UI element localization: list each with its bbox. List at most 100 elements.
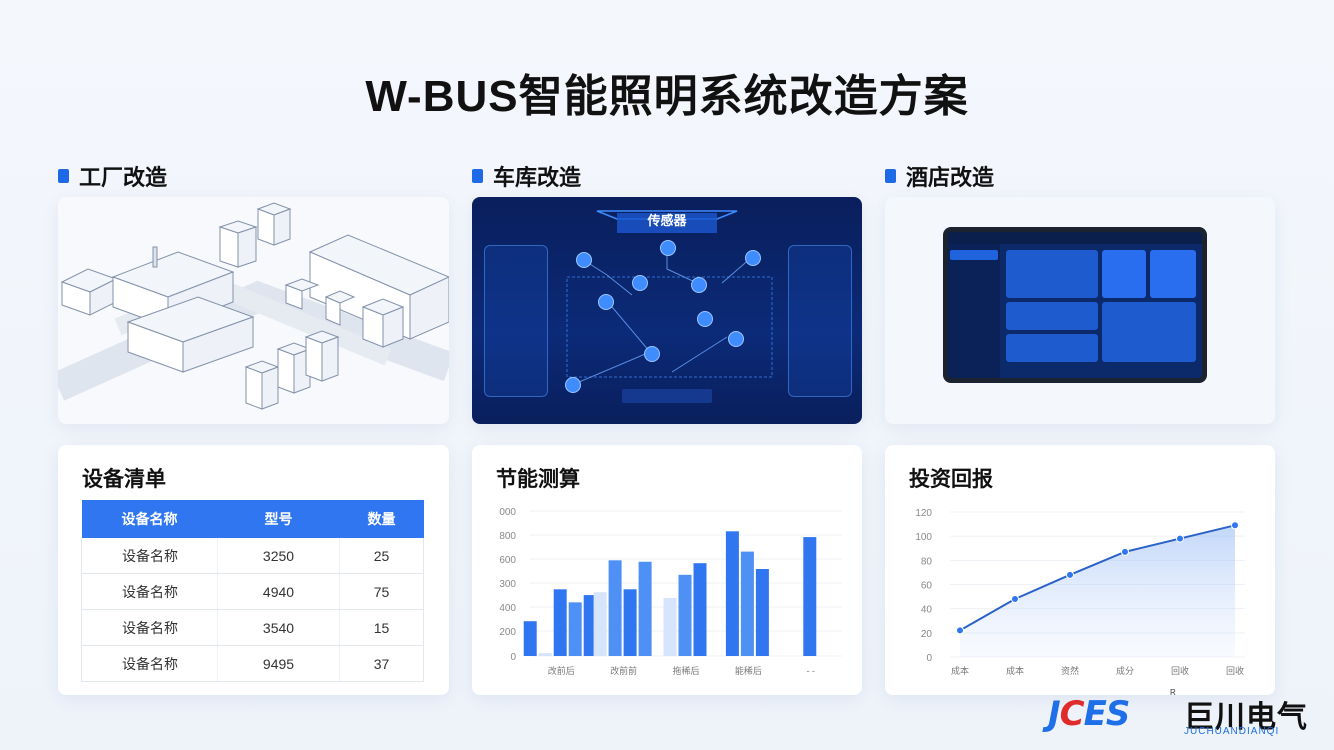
x-tick-label: 资然 (1061, 665, 1079, 676)
bar (725, 531, 739, 656)
dashboard-tile (1006, 302, 1098, 330)
hotel-tablet-card (885, 197, 1275, 424)
table-cell: 75 (339, 573, 424, 610)
x-tick-label: 回收 (1226, 665, 1244, 676)
sensor-node-icon (632, 275, 648, 291)
bullet-icon (472, 169, 483, 183)
bar (538, 653, 552, 656)
sensor-node-icon (644, 346, 660, 362)
x-tick-label: 成本 (1006, 665, 1024, 676)
bar (623, 589, 637, 656)
card-title: 节能测算 (496, 468, 580, 491)
bar (638, 561, 652, 656)
table-cell: 设备名称 (81, 645, 218, 682)
card-title: 投资回报 (909, 468, 993, 491)
bar (663, 598, 677, 656)
y-tick-label: 800 (499, 531, 516, 542)
bar (755, 569, 769, 656)
y-tick-label: 600 (499, 555, 516, 566)
table-row: 设备名称 4940 75 (81, 573, 424, 610)
dashboard-tile (1102, 302, 1196, 362)
data-point (1011, 595, 1019, 603)
section-label-text: 车库改造 (493, 165, 582, 190)
dashboard-tile (1006, 250, 1098, 298)
area-fill (960, 525, 1235, 657)
tablet-sidebar (948, 244, 1000, 378)
section-label-text: 工厂改造 (79, 165, 168, 190)
equipment-list-card: 设备清单 设备名称 型号 数量 设备名称 3250 25 设备名称 4940 7… (58, 445, 449, 695)
garage-sensor-panel: 传感器 (472, 197, 862, 424)
logo-english-name: JUCHUANDIANQI (1184, 726, 1280, 737)
factory-isometric-illustration (58, 202, 449, 410)
x-tick-label: 成本 (951, 665, 969, 676)
tablet-topbar (948, 232, 1202, 244)
hud-left-panel (484, 245, 548, 397)
table-cell: 设备名称 (81, 538, 218, 574)
y-tick-label: 0 (510, 652, 516, 663)
bar (593, 592, 607, 656)
bar (568, 602, 582, 656)
column-header: 型号 (217, 500, 340, 538)
data-point (956, 626, 964, 635)
bar (693, 563, 707, 656)
y-tick-label: 000 (499, 507, 516, 518)
section-label-factory: 工厂改造 (58, 160, 167, 192)
hud-frame (566, 210, 773, 403)
x-tick-label: 回收 (1171, 665, 1189, 676)
equipment-table: 设备名称 型号 数量 设备名称 3250 25 设备名称 4940 75 设备名… (81, 500, 424, 682)
x-tick-label: 拖稀后 (672, 665, 699, 676)
y-tick-label: 20 (921, 629, 933, 640)
bar (553, 589, 567, 656)
x-tick-label: 能稀后 (735, 665, 762, 676)
table-cell: 15 (339, 609, 424, 646)
table-cell: 设备名称 (81, 573, 218, 610)
section-label-garage: 车库改造 (472, 160, 581, 192)
bar (583, 595, 597, 656)
sensor-node-icon (598, 294, 614, 310)
bar (523, 621, 537, 656)
tablet-device (943, 227, 1207, 383)
bar (803, 537, 817, 656)
tablet-screen (948, 232, 1202, 378)
card-title: 设备清单 (82, 468, 166, 491)
data-point (1231, 521, 1239, 530)
table-cell: 37 (339, 645, 424, 682)
sidebar-item-active (950, 250, 998, 260)
data-point (1066, 570, 1074, 579)
x-tick-label: - - (807, 666, 816, 676)
table-cell: 设备名称 (81, 609, 218, 646)
logo-mark: JCES (1048, 694, 1131, 734)
hud-right-panel (788, 245, 852, 397)
x-tick-label: 改前前 (610, 665, 637, 676)
bullet-icon (58, 169, 69, 183)
x-tick-label: 改前后 (548, 665, 575, 676)
table-cell: 3540 (217, 609, 340, 646)
energy-tile (1150, 250, 1196, 298)
y-tick-label: 0 (926, 653, 932, 664)
dashboard-tile (1006, 334, 1098, 362)
bar (608, 560, 622, 656)
table-cell: 3250 (217, 538, 340, 574)
sensor-node-icon (697, 311, 713, 327)
y-tick-label: 60 (921, 581, 933, 592)
logo-letter: ES (1083, 694, 1131, 734)
data-point (1121, 547, 1129, 556)
logo-chinese-name: 巨川电气 (1184, 701, 1308, 734)
table-row: 设备名称 9495 37 (81, 645, 424, 682)
table-row: 设备名称 3250 25 (81, 538, 424, 574)
bullet-icon (885, 169, 896, 183)
section-label-hotel: 酒店改造 (885, 160, 994, 192)
series-line (959, 524, 1236, 632)
logo-letter: J (1048, 694, 1061, 734)
y-tick-label: 40 (921, 605, 933, 616)
bar (678, 574, 692, 656)
table-cell: 9495 (217, 645, 340, 682)
table-cell: 4940 (217, 573, 340, 610)
sensor-node-icon (728, 331, 744, 347)
logo-letter: C (1059, 694, 1085, 734)
wifi-tile (1102, 250, 1146, 298)
sensor-node-icon (660, 240, 676, 256)
y-tick-label: 300 (499, 579, 516, 590)
